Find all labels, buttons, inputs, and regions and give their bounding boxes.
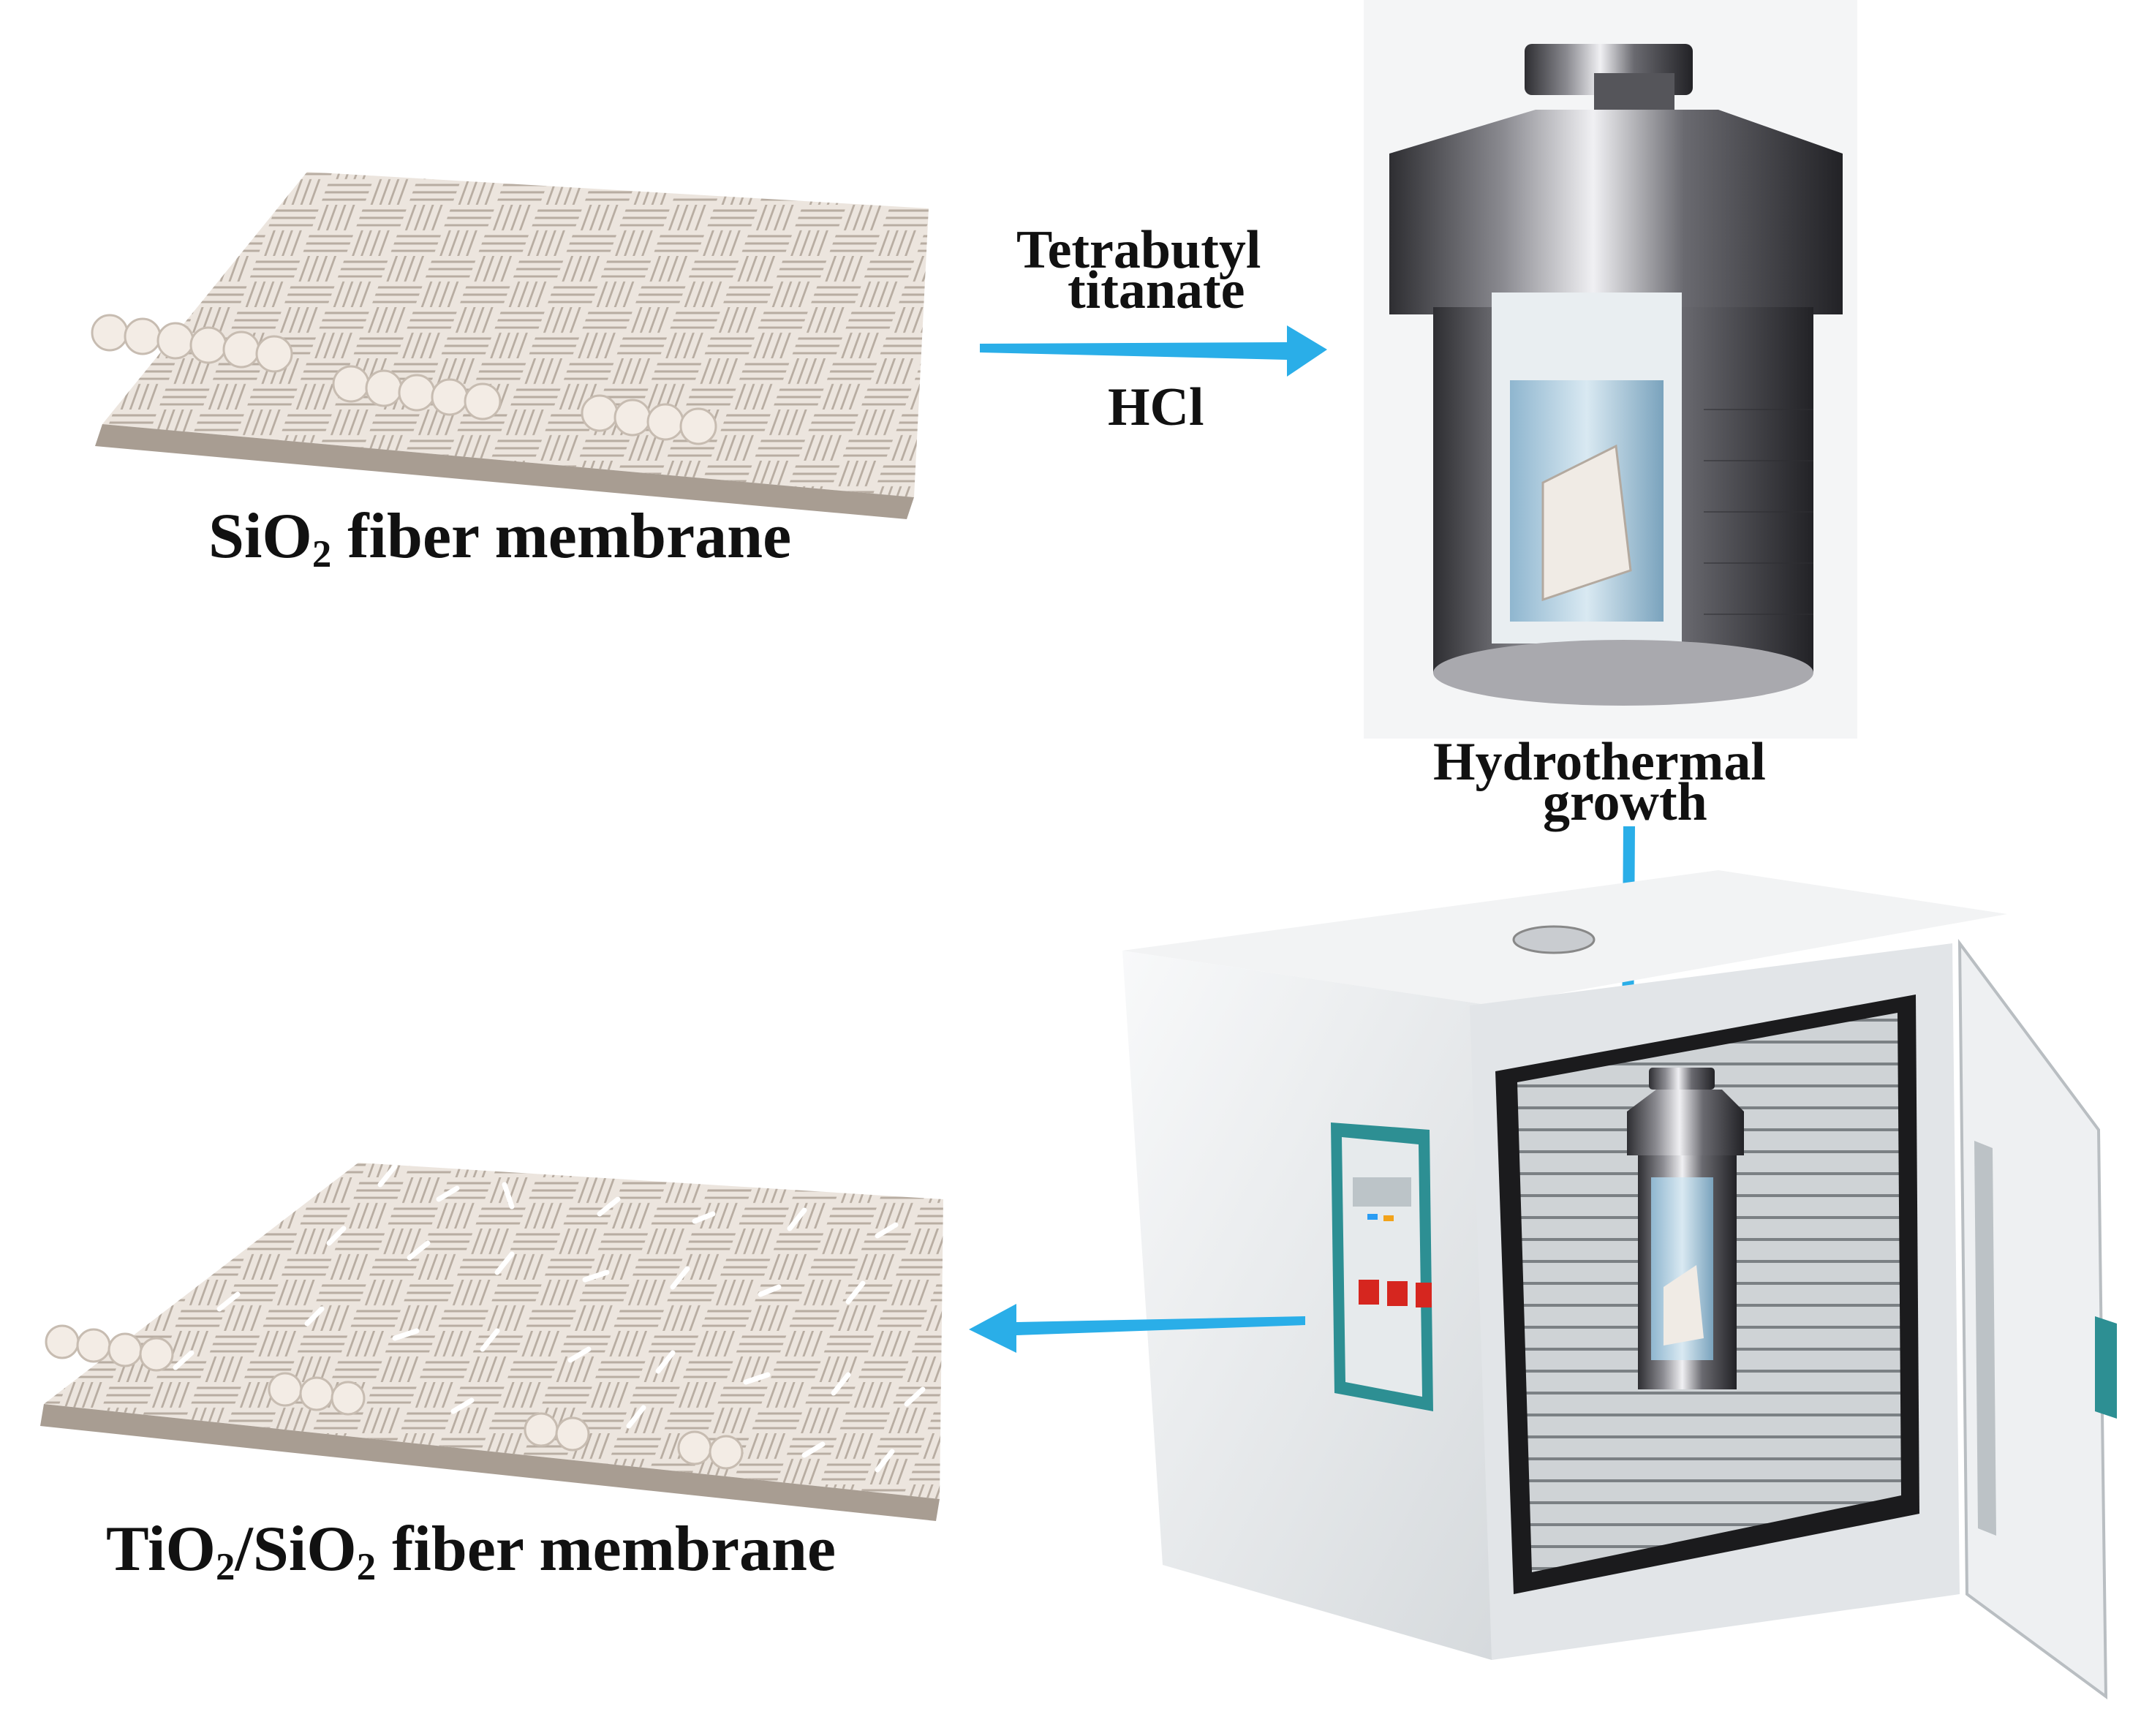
step-label-line1: Hydrothermal: [1433, 732, 1766, 792]
product-suffix: fiber membrane: [376, 1514, 837, 1585]
sio2-prefix: SiO: [208, 501, 312, 572]
coated-fiber-membrane-icon: [40, 1163, 943, 1521]
product-sio: /SiO: [235, 1514, 357, 1585]
drying-oven-icon: [1122, 870, 2117, 1699]
arrow-to-product: [969, 1304, 1305, 1353]
product-sub1: 2: [216, 1546, 235, 1589]
sio2-membrane-label: SiO2 fiber membrane: [208, 505, 791, 574]
reagent-label-hcl: HCl: [1108, 377, 1204, 437]
reagent-label-line1: Tetrabutyl: [1016, 220, 1261, 280]
autoclave-reactor-icon: [1364, 0, 1857, 739]
arrow-to-autoclave: [980, 325, 1327, 377]
sio2-suffix: fiber membrane: [331, 501, 792, 572]
step-label-line2: growth: [1543, 772, 1707, 832]
sio2-subscript: 2: [311, 533, 332, 576]
reagent-label-line2: titanate: [1068, 260, 1245, 320]
product-label: TiO2/SiO2 fiber membrane: [106, 1517, 836, 1587]
product-tio: TiO: [106, 1514, 216, 1585]
woven-fiber-membrane-icon: [91, 172, 929, 519]
product-sub2: 2: [356, 1546, 377, 1589]
